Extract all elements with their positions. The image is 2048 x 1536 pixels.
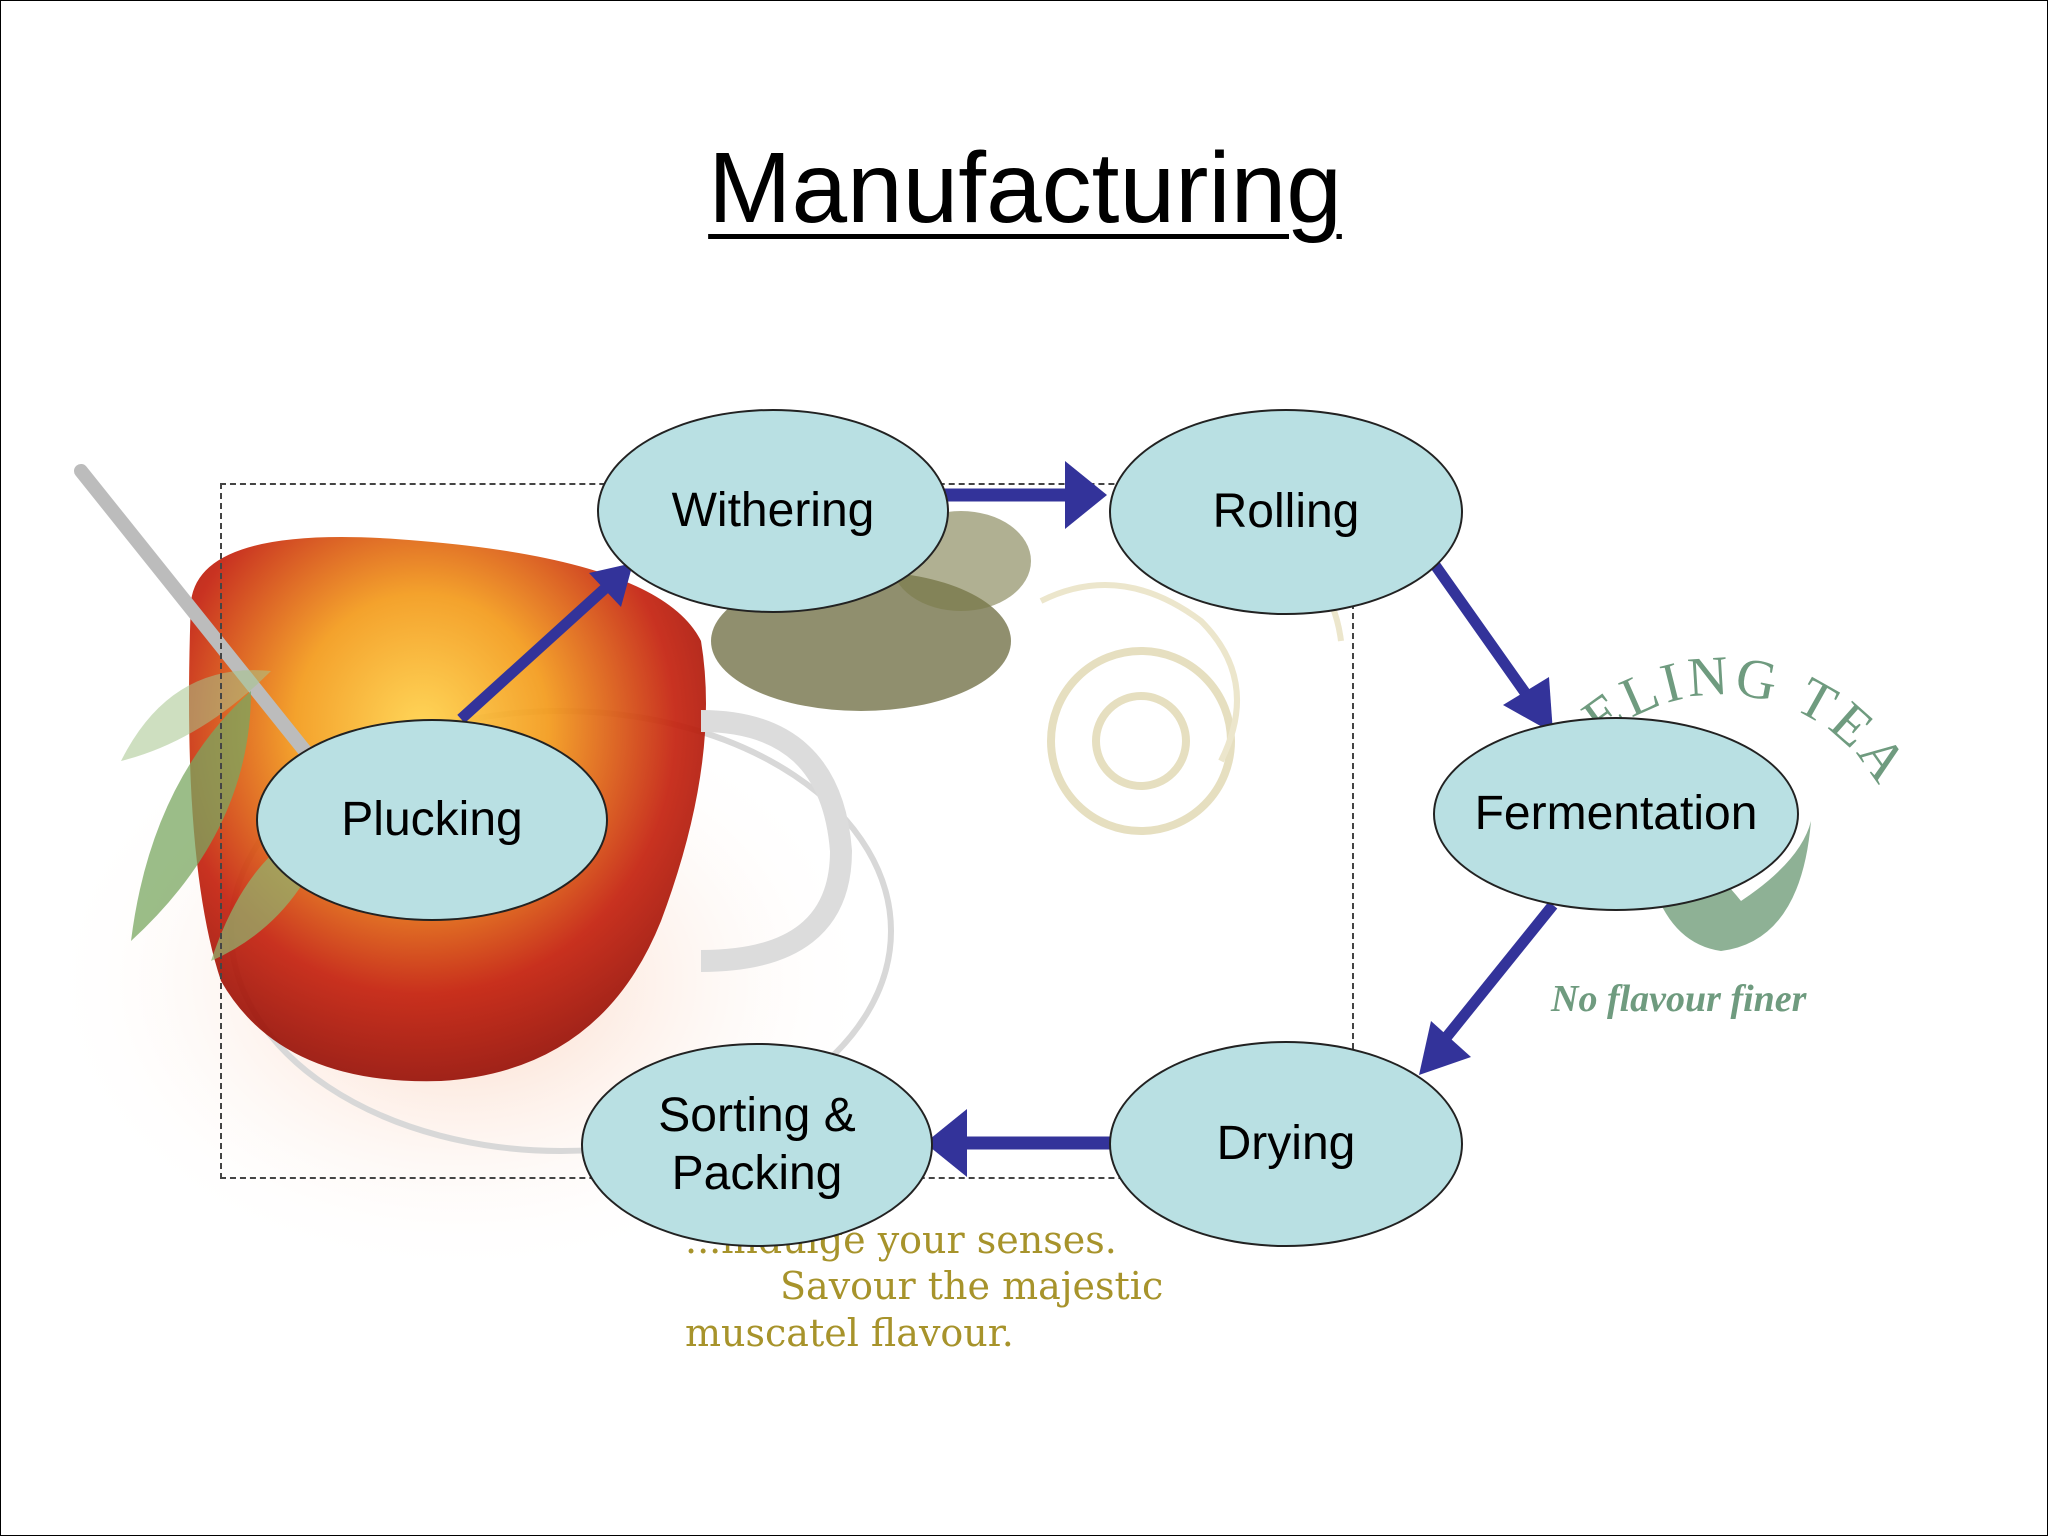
tagline-line: muscatel flavour. (685, 1310, 1014, 1355)
arrow-fermentation-to-drying (1440, 901, 1558, 1043)
stage-plucking: Plucking (256, 719, 608, 921)
arrow-rolling-to-fermentation (1430, 561, 1536, 705)
arrowhead (1503, 677, 1553, 733)
arrowhead (589, 563, 633, 607)
arrow-plucking-to-withering (457, 578, 615, 724)
stage-drying: Drying (1109, 1041, 1463, 1247)
leaf (121, 670, 271, 761)
cup-handle (700, 710, 853, 972)
stage-sorting-packing: Sorting & Packing (581, 1043, 933, 1247)
swirl-ornament (1092, 692, 1190, 790)
tagline-line: Savour the majestic (780, 1264, 1164, 1309)
spoon (74, 464, 328, 778)
swirl-ornament (1039, 582, 1240, 763)
stage-rolling: Rolling (1109, 409, 1463, 615)
stage-fermentation: Fermentation (1433, 717, 1799, 911)
page-title: Manufacturing (708, 132, 1342, 244)
stage-withering: Withering (597, 409, 949, 613)
brand-slogan: No flavour finer (1551, 978, 1807, 1020)
arrowhead (1065, 461, 1107, 529)
arrowhead (925, 1109, 967, 1177)
arrowhead (1419, 1021, 1471, 1075)
